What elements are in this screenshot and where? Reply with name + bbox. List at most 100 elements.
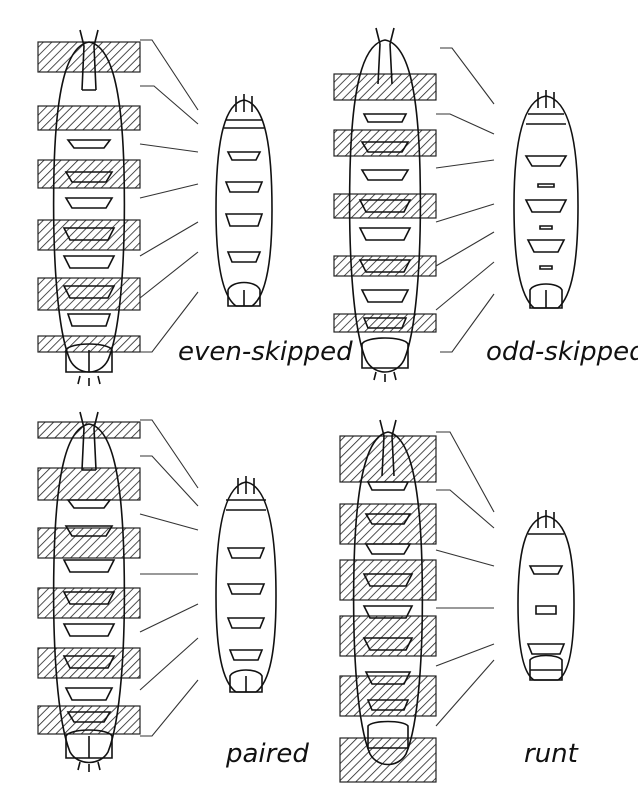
tail-segment bbox=[227, 281, 261, 307]
embryo-mutant bbox=[513, 90, 579, 309]
head-structure bbox=[79, 411, 99, 471]
connector-line bbox=[435, 159, 495, 169]
tail-spines bbox=[373, 371, 397, 382]
connector-line bbox=[139, 183, 199, 199]
tail-spines bbox=[77, 761, 101, 772]
embryo-outline bbox=[348, 39, 422, 373]
head-structure bbox=[526, 90, 566, 125]
connector-line bbox=[435, 261, 495, 311]
stripe bbox=[333, 73, 437, 101]
stripe bbox=[333, 193, 437, 219]
panel-odd-skipped: odd-skipped bbox=[333, 27, 638, 382]
denticle-band bbox=[66, 711, 112, 723]
head-structure bbox=[379, 419, 397, 477]
embryo-large bbox=[52, 411, 126, 772]
denticle-band bbox=[364, 671, 412, 685]
denticle-band bbox=[362, 637, 414, 651]
connector-line bbox=[140, 455, 199, 507]
head-structure bbox=[528, 510, 564, 535]
denticle-band bbox=[64, 197, 114, 209]
tail-segment bbox=[367, 720, 409, 749]
denticle-band bbox=[526, 643, 566, 655]
tail-segment bbox=[65, 343, 113, 373]
denticle-band bbox=[226, 251, 262, 263]
stripe bbox=[37, 277, 141, 311]
denticle-band bbox=[535, 605, 557, 615]
denticle-band bbox=[360, 141, 410, 153]
denticle-band bbox=[62, 285, 116, 299]
correspondence-lines bbox=[435, 47, 495, 353]
embryo-mutant bbox=[215, 476, 277, 693]
denticle-band bbox=[366, 481, 410, 491]
denticle-band bbox=[539, 265, 553, 270]
head-structure bbox=[79, 29, 99, 91]
tail-segment bbox=[361, 337, 409, 369]
denticle-band bbox=[62, 623, 116, 637]
denticle-band bbox=[226, 151, 262, 161]
denticle-band bbox=[62, 227, 116, 241]
panel-label: paired bbox=[225, 739, 309, 769]
stripe bbox=[37, 587, 141, 619]
panel-even-skipped: even-skipped bbox=[37, 29, 353, 386]
stripe bbox=[37, 159, 141, 189]
correspondence-lines bbox=[435, 431, 495, 727]
connector-line bbox=[140, 291, 199, 353]
embryo-mutant bbox=[215, 94, 273, 307]
connector-line bbox=[139, 603, 199, 633]
connector-line bbox=[440, 293, 495, 353]
stripe bbox=[37, 421, 141, 439]
denticle-band bbox=[362, 605, 414, 619]
denticle-band bbox=[362, 573, 414, 587]
denticle-band bbox=[358, 259, 412, 273]
embryo-outline bbox=[215, 99, 273, 307]
denticle-band bbox=[526, 239, 566, 253]
stripe-group bbox=[333, 73, 437, 333]
panel-label: even-skipped bbox=[178, 337, 353, 367]
connector-line bbox=[139, 513, 199, 531]
denticle-band bbox=[226, 583, 266, 595]
denticle-band bbox=[228, 649, 264, 661]
panel-runt: runt bbox=[339, 419, 579, 783]
denticle-band bbox=[62, 559, 116, 573]
stripe bbox=[339, 737, 437, 783]
connector-line bbox=[139, 637, 199, 691]
denticle-band bbox=[66, 499, 112, 509]
connector-line bbox=[436, 113, 495, 135]
denticle-band bbox=[64, 525, 114, 537]
connector-line bbox=[435, 659, 495, 727]
embryo-large bbox=[348, 27, 422, 382]
head-structure bbox=[375, 27, 395, 85]
tail-spines bbox=[77, 375, 101, 386]
connector-line bbox=[139, 251, 199, 299]
correspondence-lines bbox=[139, 419, 199, 737]
embryo-outline bbox=[52, 41, 126, 373]
denticle-band bbox=[226, 617, 266, 629]
connector-line bbox=[435, 231, 495, 267]
connector-line bbox=[140, 419, 199, 489]
denticle-band bbox=[362, 113, 408, 123]
connector-line bbox=[139, 221, 199, 257]
denticle-band bbox=[358, 227, 412, 241]
connector-line bbox=[140, 679, 199, 737]
embryo-large bbox=[352, 419, 424, 766]
connector-line bbox=[435, 549, 495, 567]
head-structure bbox=[224, 94, 264, 129]
stripe bbox=[333, 313, 437, 333]
denticle-band bbox=[226, 547, 266, 559]
embryo-outline bbox=[513, 95, 579, 309]
denticle-band bbox=[358, 199, 412, 213]
denticle-band bbox=[224, 213, 264, 227]
panel-label: odd-skipped bbox=[486, 337, 638, 367]
denticle-band bbox=[224, 181, 264, 193]
denticle-band bbox=[524, 199, 568, 213]
denticle-band bbox=[528, 565, 564, 575]
denticle-band bbox=[64, 171, 114, 183]
denticle-band bbox=[364, 513, 412, 525]
stripe bbox=[333, 255, 437, 277]
stripe bbox=[37, 467, 141, 501]
embryo-outline bbox=[52, 423, 126, 764]
panel-paired: paired bbox=[37, 411, 309, 772]
connector-line bbox=[435, 203, 495, 223]
